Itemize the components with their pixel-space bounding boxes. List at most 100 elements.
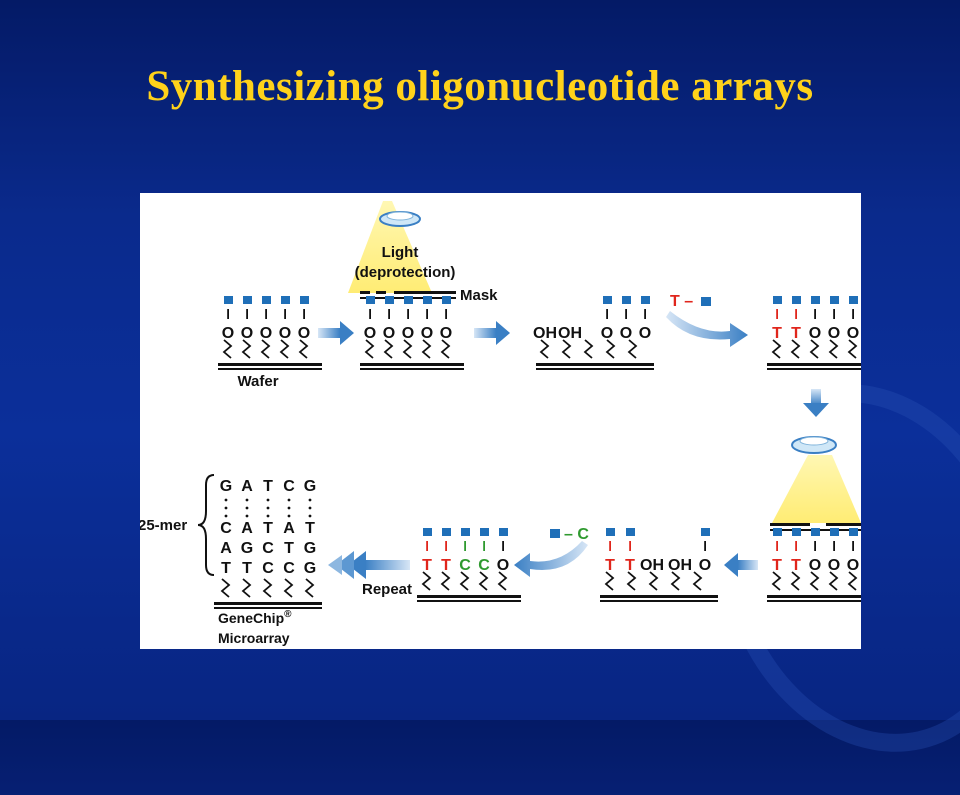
protecting-group bbox=[626, 528, 635, 536]
sequence-letter: G bbox=[304, 478, 316, 495]
linker bbox=[459, 571, 470, 591]
nucleotide-label: O bbox=[241, 325, 253, 342]
bond bbox=[483, 541, 485, 551]
stage-second-masked-base bbox=[767, 595, 861, 598]
continuation-dot bbox=[266, 498, 270, 502]
nucleotide-label: O bbox=[260, 325, 272, 342]
linker bbox=[241, 339, 252, 359]
continuation-dot bbox=[224, 498, 228, 502]
continuation-dot bbox=[266, 514, 270, 518]
protecting-group bbox=[262, 296, 271, 304]
linker bbox=[402, 339, 413, 359]
deprotection-label: (deprotection) bbox=[355, 264, 456, 281]
continuation-dot bbox=[224, 506, 228, 510]
nucleotide-label: O bbox=[620, 325, 632, 342]
bond bbox=[776, 541, 778, 551]
protecting-group bbox=[423, 528, 432, 536]
sequence-letter: T bbox=[305, 520, 315, 537]
nucleotide-label: O bbox=[601, 325, 613, 342]
protecting-group bbox=[366, 296, 375, 304]
linker bbox=[583, 339, 594, 359]
reagent-c: – C bbox=[550, 526, 589, 543]
protecting-group bbox=[622, 296, 631, 304]
protecting-group bbox=[603, 296, 612, 304]
bond bbox=[776, 309, 778, 319]
bond bbox=[265, 309, 267, 319]
nucleotide-label: O bbox=[440, 325, 452, 342]
nucleotide-label: OH bbox=[668, 557, 692, 574]
bond bbox=[852, 541, 854, 551]
nucleotide-label: O bbox=[364, 325, 376, 342]
nucleotide-label: OH bbox=[640, 557, 664, 574]
bond bbox=[303, 309, 305, 319]
bond bbox=[814, 309, 816, 319]
sequence-letter: C bbox=[283, 478, 295, 495]
nucleotide-label: O bbox=[809, 325, 821, 342]
linker bbox=[383, 339, 394, 359]
protecting-group bbox=[606, 528, 615, 536]
bond bbox=[426, 309, 428, 319]
arrow-down bbox=[803, 389, 829, 417]
bond bbox=[445, 309, 447, 319]
sequence-letter: C bbox=[262, 540, 274, 557]
light-source-2 bbox=[772, 436, 861, 523]
bond bbox=[609, 541, 611, 551]
light-source-1 bbox=[348, 201, 432, 293]
linker bbox=[648, 571, 659, 591]
bond bbox=[369, 309, 371, 319]
nucleotide-label: O bbox=[383, 325, 395, 342]
linker bbox=[260, 339, 271, 359]
protecting-group bbox=[461, 528, 470, 536]
microarray-label: Microarray bbox=[218, 630, 290, 646]
nucleotide-label: O bbox=[847, 557, 859, 574]
linker bbox=[790, 571, 801, 591]
microarray-base bbox=[214, 602, 322, 605]
nucleotide-label: O bbox=[298, 325, 310, 342]
genechip-label: GeneChip® bbox=[218, 609, 292, 626]
protecting-group bbox=[849, 528, 858, 536]
svg-text:T –: T – bbox=[670, 293, 693, 310]
sequence-letter: G bbox=[241, 540, 253, 557]
sequence-letter: T bbox=[263, 520, 273, 537]
sequence-letter: T bbox=[221, 560, 231, 577]
sequence-letter: A bbox=[241, 478, 253, 495]
linker bbox=[627, 339, 638, 359]
linker bbox=[298, 339, 309, 359]
linker bbox=[478, 571, 489, 591]
linker bbox=[561, 339, 572, 359]
linker bbox=[809, 571, 820, 591]
mer-label: 25-mer bbox=[140, 517, 187, 534]
nucleotide-label: T bbox=[791, 325, 801, 342]
protecting-group bbox=[385, 296, 394, 304]
nucleotide-label: O bbox=[828, 557, 840, 574]
protecting-group bbox=[300, 296, 309, 304]
stage-deprotected-base bbox=[536, 363, 654, 366]
nucleotide-label: OH bbox=[558, 325, 582, 342]
arrow-4 bbox=[724, 553, 758, 577]
nucleotide-label: T bbox=[422, 557, 432, 574]
sequence-letter: A bbox=[283, 520, 295, 537]
protecting-group bbox=[773, 528, 782, 536]
linker bbox=[771, 339, 782, 359]
protecting-group bbox=[773, 296, 782, 304]
svg-text:– C: – C bbox=[564, 526, 589, 543]
nucleotide-label: T bbox=[772, 325, 782, 342]
bond bbox=[833, 309, 835, 319]
sequence-letter: G bbox=[304, 560, 316, 577]
nucleotide-label: T bbox=[772, 557, 782, 574]
bond bbox=[227, 309, 229, 319]
linker bbox=[421, 339, 432, 359]
nucleotide-label: O bbox=[402, 325, 414, 342]
linker bbox=[626, 571, 637, 591]
repeat-label: Repeat bbox=[362, 581, 412, 598]
linker bbox=[670, 571, 681, 591]
continuation-dot bbox=[266, 506, 270, 510]
sequence-letter: C bbox=[262, 560, 274, 577]
bond bbox=[246, 309, 248, 319]
continuation-dot bbox=[308, 498, 312, 502]
nucleotide-label: T bbox=[441, 557, 451, 574]
reagent-t: T – bbox=[670, 293, 711, 310]
linker bbox=[847, 339, 858, 359]
sequence-letter: A bbox=[220, 540, 232, 557]
bond bbox=[629, 541, 631, 551]
